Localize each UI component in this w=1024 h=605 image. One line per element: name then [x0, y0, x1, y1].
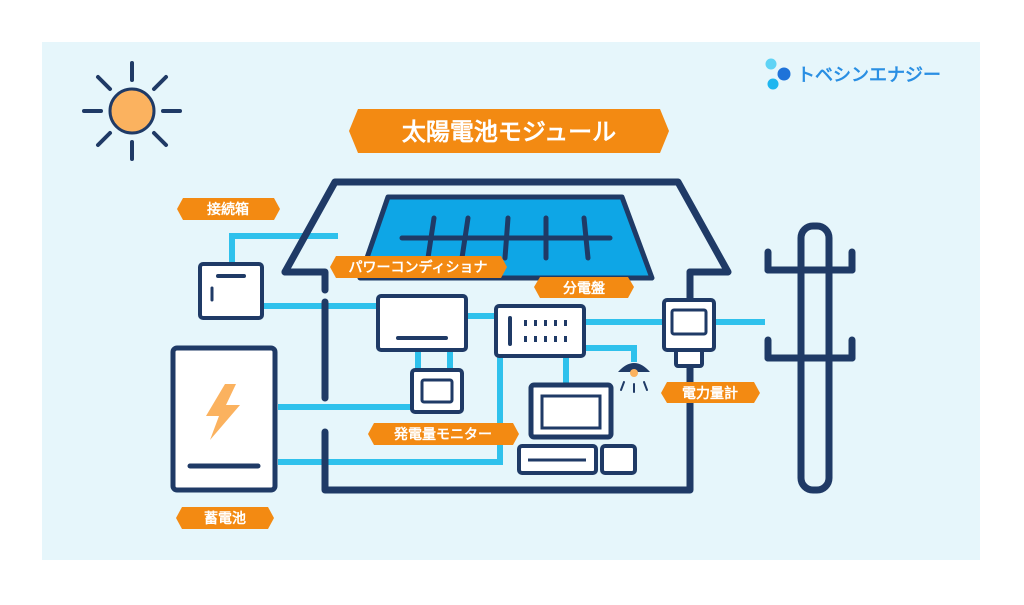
sun-icon: [82, 61, 182, 161]
utility-pole: [764, 222, 856, 494]
generation-monitor: [410, 368, 464, 414]
label-storage-battery: 蓄電池: [176, 507, 274, 529]
label-distribution-board: 分電盤: [534, 277, 634, 298]
label-power-meter-text: 電力量計: [682, 385, 738, 402]
house-outline: [281, 178, 732, 494]
distribution-board: [494, 304, 586, 358]
label-generation-monitor-text: 発電量モニター: [393, 426, 492, 443]
storage-battery: [170, 345, 278, 493]
brand-name: トベシンエナジー: [797, 65, 941, 86]
label-storage-battery-text: 蓄電池: [204, 510, 246, 527]
label-solar-module: 太陽電池モジュール: [349, 109, 669, 153]
label-junction-box-text: 接続箱: [207, 201, 249, 218]
lamp-icon: [618, 363, 650, 393]
label-distribution-board-text: 分電盤: [563, 280, 606, 297]
label-power-conditioner: パワーコンディショナ: [330, 256, 507, 278]
label-solar-module-text: 太陽電池モジュール: [402, 118, 616, 146]
brand-logo: トベシンエナジー: [765, 58, 941, 90]
label-generation-monitor: 発電量モニター: [368, 423, 519, 445]
brand-logo-icon: [765, 58, 791, 90]
label-power-conditioner-text: パワーコンディショナ: [348, 259, 487, 276]
junction-box: [198, 262, 264, 320]
label-power-meter: 電力量計: [661, 382, 760, 403]
power-conditioner: [376, 294, 468, 352]
power-meter: [662, 298, 716, 368]
label-junction-box: 接続箱: [177, 198, 280, 220]
computer: [517, 382, 637, 475]
lightning-icon: [206, 384, 240, 440]
